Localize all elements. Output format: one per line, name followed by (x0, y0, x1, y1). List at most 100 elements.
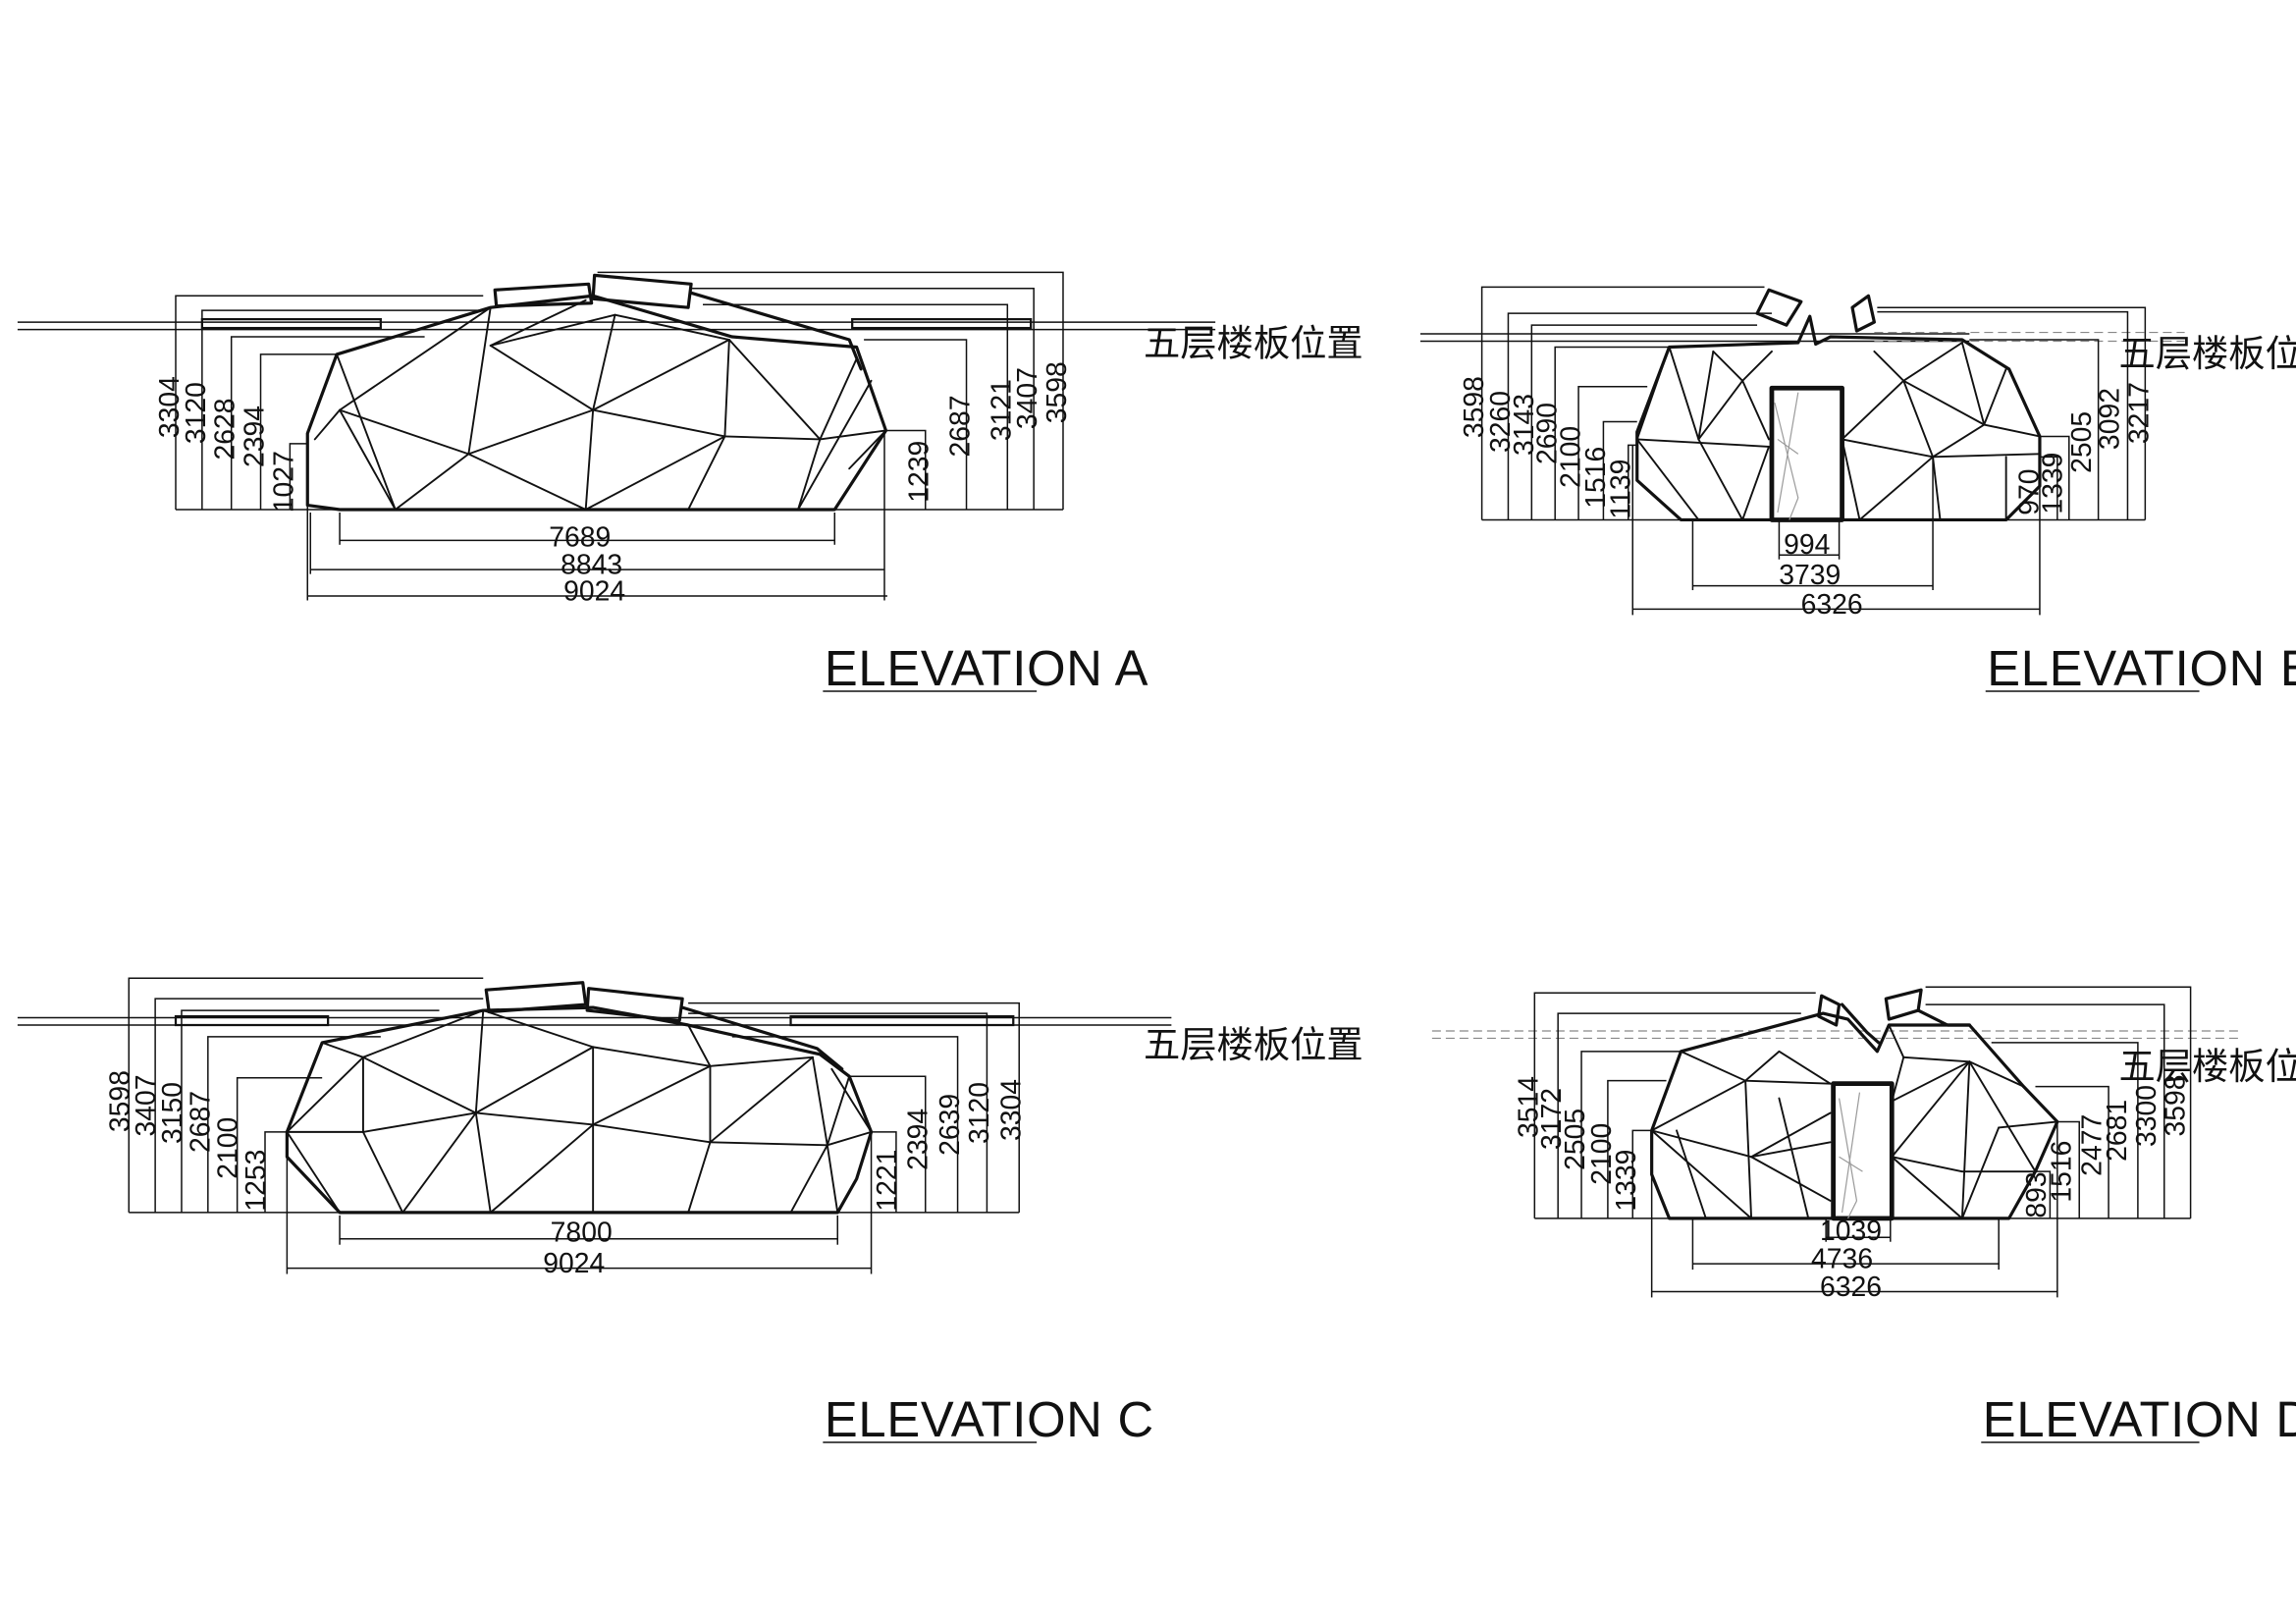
slab-edge-left (174, 1014, 330, 1027)
dim-label: 1339 (1611, 1150, 1642, 1212)
dim-labels-right: 1221 2394 2639 3120 3304 (872, 1079, 1028, 1212)
dim-labels-left: 3598 3407 3150 2687 2100 1253 (104, 1070, 272, 1212)
dim-label: 1039 (1820, 1216, 1882, 1247)
slab-edge-right (789, 1014, 1015, 1027)
right-dimensions (1926, 987, 2191, 1218)
dim-label: 1339 (2037, 453, 2068, 514)
left-dimensions (1482, 287, 1772, 519)
dim-label: 3260 (1485, 391, 1517, 453)
dim-label: 3304 (154, 376, 186, 438)
dim-label: 3150 (157, 1082, 188, 1144)
dim-label: 3300 (2131, 1085, 2163, 1147)
dim-label: 4736 (1811, 1244, 1873, 1275)
floor-slab-line (1432, 1031, 2240, 1038)
dim-label: 2687 (185, 1091, 216, 1153)
dim-label: 994 (1784, 529, 1830, 561)
dim-label: 3598 (2161, 1075, 2192, 1137)
facet-lines (1637, 343, 2040, 519)
dim-label: 3514 (1513, 1076, 1544, 1138)
dim-labels-left: 3598 3260 3143 2690 2100 1516 1139 (1459, 376, 1636, 518)
dim-label: 2394 (902, 1109, 934, 1170)
dim-label: 6326 (1801, 589, 1863, 621)
dim-label: 3407 (131, 1075, 162, 1137)
elevation-d: 五层楼板位置 (1432, 987, 2296, 1447)
door-facets (1775, 393, 1798, 520)
right-dimensions (688, 1003, 1019, 1213)
dim-label: 9024 (563, 575, 625, 607)
dim-label: 3598 (104, 1070, 135, 1132)
sculpture-outline (1637, 290, 2040, 522)
dim-label: 893 (2021, 1171, 2053, 1218)
dim-label: 3598 (1041, 361, 1073, 423)
elevation-title: ELEVATION A (823, 640, 1148, 696)
right-dimensions (598, 272, 1063, 510)
dim-label: 2394 (240, 406, 271, 467)
bottom-dimensions: 7689 8843 9024 (307, 433, 887, 607)
dim-label: 7800 (551, 1218, 613, 1249)
dim-label: 1239 (904, 441, 935, 503)
svg-text:ELEVATION C: ELEVATION C (825, 1391, 1154, 1447)
elevation-b: 五层楼板位置 (1420, 287, 2296, 696)
sculpture-outline (1652, 990, 2057, 1221)
left-dimensions (176, 296, 483, 510)
right-dimensions (1877, 307, 2145, 519)
elevation-title: ELEVATION C (823, 1391, 1153, 1447)
left-dimensions (129, 978, 483, 1213)
facet-lines (307, 300, 885, 510)
dim-label: 2687 (945, 395, 977, 457)
bottom-dimensions: 1039 4736 6326 (1652, 1121, 2057, 1303)
facet-lines (1652, 1025, 2057, 1218)
dim-label: 3739 (1779, 560, 1841, 591)
dim-label: 2639 (934, 1094, 966, 1156)
svg-text:ELEVATION D: ELEVATION D (1983, 1391, 2296, 1447)
door-facets (1840, 1093, 1863, 1218)
dim-label: 2477 (2077, 1114, 2109, 1176)
dim-label: 2681 (2102, 1100, 2133, 1162)
slab-edge-left (200, 318, 382, 330)
floor-slab-line (1420, 333, 2185, 342)
dim-label: 1027 (268, 451, 299, 513)
elevation-title: ELEVATION D (1981, 1391, 2296, 1447)
dim-labels-right: 893 1516 2477 2681 3300 3598 (2021, 1075, 2192, 1218)
dim-labels-left: 3514 3172 2505 2100 1339 (1513, 1076, 1642, 1212)
dim-label: 8843 (561, 550, 622, 581)
dim-label: 2690 (1532, 403, 1564, 464)
dim-label: 3304 (996, 1079, 1028, 1141)
dim-label: 2100 (213, 1117, 244, 1179)
floor-level-label: 五层楼板位置 (1144, 1023, 1363, 1066)
dim-label: 7689 (549, 521, 611, 553)
facet-lines (287, 1010, 871, 1213)
dim-label: 6326 (1820, 1272, 1882, 1303)
svg-text:ELEVATION A: ELEVATION A (825, 640, 1148, 696)
floor-level-label: 五层楼板位置 (2119, 332, 2296, 375)
elevation-title: ELEVATION B (1986, 640, 2296, 696)
dim-label: 1139 (1605, 460, 1636, 519)
dim-labels-right: 1239 2687 3121 3407 3598 (904, 361, 1073, 503)
dim-labels-left: 3304 3120 2628 2394 1027 (154, 376, 299, 513)
dim-label: 1516 (2046, 1141, 2077, 1203)
dim-label: 3172 (1536, 1088, 1568, 1150)
bottom-dimensions: 994 3739 6326 (1632, 445, 2040, 621)
floor-level-label: 五层楼板位置 (1144, 321, 1363, 364)
bottom-dimensions: 7800 9024 (287, 1132, 871, 1279)
dim-label: 3407 (1012, 367, 1043, 429)
dim-label: 2100 (1586, 1123, 1618, 1185)
floor-slab-line (18, 322, 1215, 329)
dim-label: 3092 (2095, 388, 2126, 450)
dim-label: 3217 (2123, 382, 2155, 444)
dim-label: 3121 (986, 379, 1017, 441)
dim-label: 1253 (240, 1150, 272, 1212)
dim-label: 3143 (1509, 394, 1540, 456)
dim-label: 2100 (1556, 426, 1587, 488)
dim-label: 3598 (1459, 376, 1490, 438)
svg-text:ELEVATION B: ELEVATION B (1987, 640, 2296, 696)
dim-label: 2505 (1560, 1109, 1591, 1170)
elevation-c: 五层楼板位置 (18, 978, 1363, 1447)
dim-label: 9024 (543, 1248, 605, 1279)
dim-label: 2628 (210, 398, 241, 460)
left-dimensions (1534, 993, 1815, 1218)
floor-level-label: 五层楼板位置 (2119, 1045, 2296, 1088)
dim-label: 1516 (1580, 447, 1612, 509)
slab-edge-right (851, 318, 1033, 330)
